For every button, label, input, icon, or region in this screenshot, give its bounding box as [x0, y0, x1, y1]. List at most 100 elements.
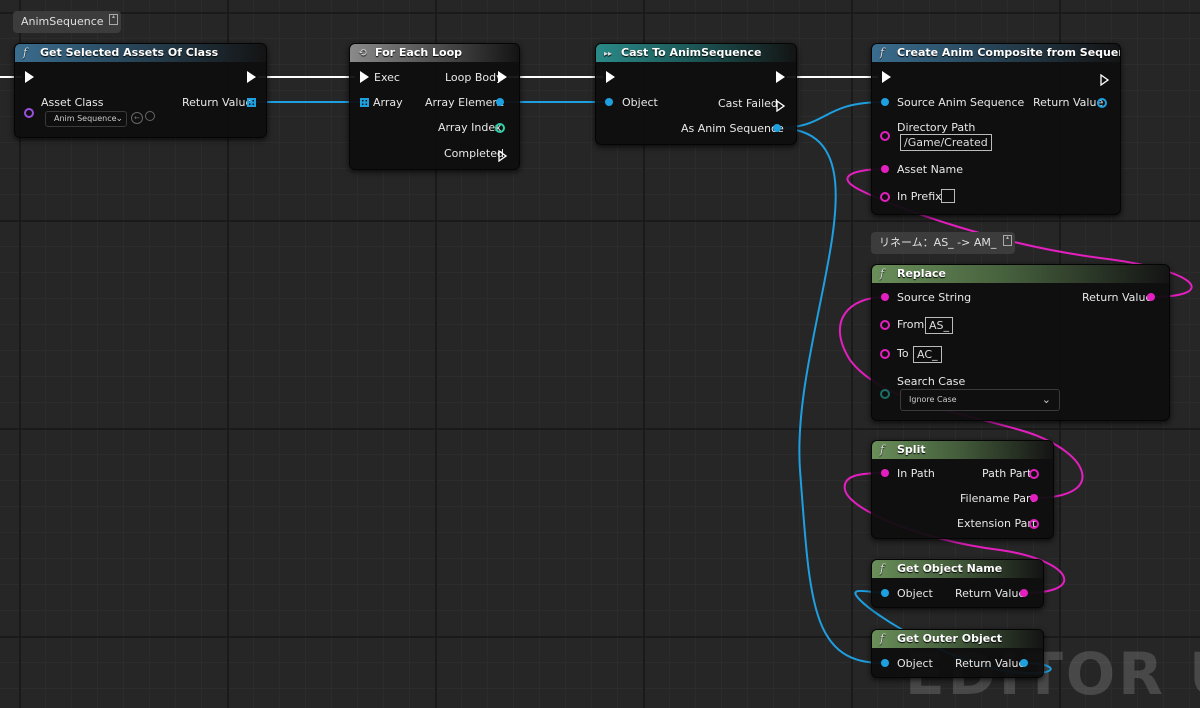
return-value-pin[interactable] — [1097, 98, 1107, 108]
function-icon: f — [880, 443, 885, 456]
node-title: Split — [897, 443, 926, 456]
from-label: From — [897, 318, 925, 331]
function-icon: f — [880, 267, 885, 280]
cast-failed-exec-pin[interactable] — [776, 97, 786, 113]
search-icon[interactable] — [145, 111, 155, 121]
return-value-label: Return Value — [955, 657, 1026, 670]
object-in-pin[interactable] — [881, 589, 889, 597]
node-header[interactable]: f Split — [872, 441, 1053, 459]
node-title: Get Selected Assets Of Class — [40, 46, 219, 59]
asset-name-pin[interactable] — [881, 165, 889, 173]
loop-body-label: Loop Body — [445, 71, 503, 84]
return-value-pin[interactable] — [1020, 659, 1028, 667]
in-prefix-checkbox[interactable] — [941, 189, 955, 203]
comment-rename[interactable]: リネーム：AS_ -> AM_ ▴ — [871, 232, 1015, 254]
asset-name-label: Asset Name — [897, 163, 964, 176]
asset-class-pin[interactable] — [24, 108, 34, 118]
to-pin[interactable] — [880, 349, 890, 359]
node-cast-to-animsequence[interactable]: ▸▸Cast To AnimSequence — [595, 43, 797, 145]
asset-class-dropdown[interactable]: Anim Sequence ⌄ — [45, 111, 127, 127]
chevron-down-icon: ⌄ — [1041, 393, 1051, 406]
object-label: Object — [622, 96, 658, 109]
return-value-pin[interactable] — [1020, 589, 1028, 597]
exec-out-pin[interactable] — [247, 71, 256, 83]
comment-anim-sequence[interactable]: AnimSequence ▴ — [13, 11, 121, 33]
in-path-label: In Path — [897, 467, 935, 480]
pin-comment-icon[interactable]: ▴ — [1003, 235, 1012, 246]
exec-in-pin[interactable] — [882, 71, 891, 83]
return-value-label: Return Value — [1082, 291, 1153, 304]
array-element-pin[interactable] — [496, 98, 504, 106]
object-label: Object — [897, 657, 933, 670]
loop-body-exec-pin[interactable] — [498, 71, 507, 83]
node-header[interactable]: ▸▸Cast To AnimSequence — [596, 44, 796, 62]
search-case-pin[interactable] — [880, 389, 890, 399]
directory-path-pin[interactable] — [880, 131, 890, 141]
path-part-pin[interactable] — [1029, 469, 1039, 479]
array-label: Array — [373, 96, 403, 109]
to-input[interactable]: AC_ — [913, 346, 942, 363]
as-anim-to-outer-wire — [776, 127, 886, 665]
return-value-pin[interactable] — [1147, 293, 1155, 301]
node-header[interactable]: f Create Anim Composite from Sequence — [872, 44, 1120, 62]
exec-out-pin[interactable] — [776, 71, 785, 83]
extension-part-label: Extension Part — [957, 517, 1037, 530]
in-prefix-label: In Prefix — [897, 190, 942, 203]
source-string-pin[interactable] — [881, 293, 889, 301]
as-anim-sequence-pin[interactable] — [773, 124, 781, 132]
source-anim-sequence-pin[interactable] — [881, 98, 889, 106]
dropdown-value: Ignore Case — [909, 395, 957, 404]
node-for-each-loop[interactable]: ⟲For Each Loop — [349, 43, 520, 170]
object-in-pin[interactable] — [605, 98, 613, 106]
array-index-label: Array Index — [438, 121, 502, 134]
function-icon: f — [880, 46, 885, 59]
exec-label: Exec — [374, 71, 400, 84]
exec-in-pin[interactable] — [360, 71, 369, 83]
completed-label: Completed — [444, 147, 504, 160]
pin-comment-icon[interactable]: ▴ — [109, 14, 118, 25]
browse-back-icon[interactable]: ← — [131, 112, 143, 124]
node-header[interactable]: f Replace — [872, 265, 1169, 283]
search-case-label: Search Case — [897, 375, 966, 388]
exec-in-pin[interactable] — [25, 71, 34, 83]
comment-text: AnimSequence — [21, 15, 104, 28]
comment-text: リネーム：AS_ -> AM_ — [879, 236, 997, 249]
exec-in-pin[interactable] — [606, 71, 615, 83]
return-value-array-pin[interactable] — [247, 98, 256, 107]
from-pin[interactable] — [880, 320, 890, 330]
exec-out-pin[interactable] — [1100, 71, 1110, 87]
filename-part-pin[interactable] — [1030, 494, 1038, 502]
return-value-label: Return Value — [182, 96, 253, 109]
dropdown-value: Anim Sequence — [54, 114, 117, 123]
return-value-label: Return Value — [1033, 96, 1104, 109]
directory-path-input[interactable]: /Game/Created — [900, 134, 992, 151]
path-part-label: Path Part — [982, 467, 1032, 480]
node-title: Replace — [897, 267, 946, 280]
object-label: Object — [897, 587, 933, 600]
in-path-pin[interactable] — [881, 469, 889, 477]
node-header[interactable]: ⟲For Each Loop — [350, 44, 519, 62]
completed-exec-pin[interactable] — [498, 147, 508, 163]
cast-failed-label: Cast Failed — [718, 97, 778, 110]
function-icon: f — [880, 562, 885, 575]
array-in-pin[interactable] — [360, 98, 369, 107]
array-element-label: Array Element — [425, 96, 504, 109]
filename-part-label: Filename Part — [960, 492, 1035, 505]
array-index-pin[interactable] — [495, 123, 505, 133]
chevron-down-icon: ⌄ — [115, 114, 123, 124]
search-case-dropdown[interactable]: Ignore Case ⌄ — [900, 389, 1060, 411]
node-title: Create Anim Composite from Sequence — [897, 46, 1120, 59]
loop-icon: ⟲ — [358, 46, 368, 59]
in-prefix-pin[interactable] — [880, 192, 890, 202]
return-value-label: Return Value — [955, 587, 1026, 600]
from-input[interactable]: AS_ — [925, 317, 954, 334]
cast-icon: ▸▸ — [604, 49, 613, 58]
object-in-pin[interactable] — [881, 659, 889, 667]
extension-part-pin[interactable] — [1029, 519, 1039, 529]
node-title: Get Outer Object — [897, 632, 1002, 645]
